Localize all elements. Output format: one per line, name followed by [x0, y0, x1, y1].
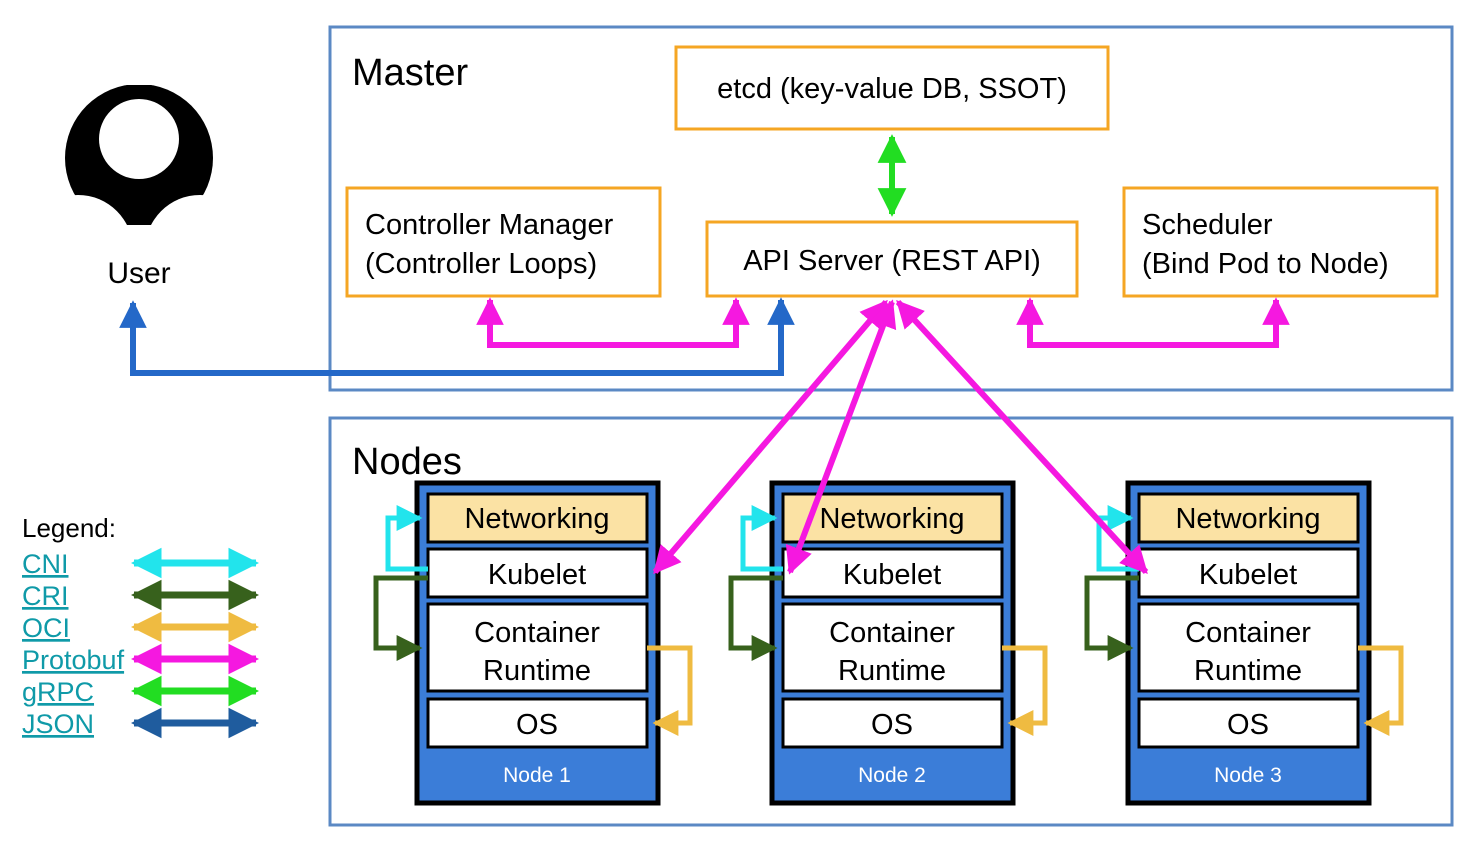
node-card-3[interactable]: Networking Kubelet Container Runtime OS … [1125, 480, 1372, 806]
node-3-oci-arrow [1358, 645, 1404, 736]
node-1-os-box[interactable] [426, 697, 649, 749]
legend: Legend: CNI CRI OCI Protobuf gRPC [22, 513, 260, 739]
api-server-label: API Server (REST API) [743, 245, 1041, 277]
node-3-cri-arrow [1084, 575, 1139, 661]
user-avatar-icon [60, 85, 220, 225]
legend-item-json[interactable]: JSON [22, 707, 260, 739]
nodes-label: Nodes [352, 441, 462, 483]
scheduler-box[interactable] [1122, 186, 1439, 298]
node-3-os-box[interactable] [1137, 697, 1360, 749]
node-3-kubelet-box[interactable] [1137, 547, 1360, 599]
node-1-cri-arrow [373, 575, 428, 661]
user-label: User [107, 257, 170, 290]
scheduler-label-line2: (Bind Pod to Node) [1142, 248, 1389, 280]
node-2-oci-arrow [1002, 645, 1048, 736]
legend-item-protobuf[interactable]: Protobuf [22, 643, 260, 675]
node-1-networking-box[interactable] [426, 492, 649, 544]
node-3-container-runtime-label-line2: Runtime [1194, 655, 1302, 687]
legend-label-cri[interactable]: CRI [22, 581, 69, 611]
controller-manager-box[interactable] [345, 186, 662, 298]
legend-label-cni[interactable]: CNI [22, 549, 69, 579]
node-2-os-label: OS [871, 709, 913, 741]
controller-manager-label-line1: Controller Manager [365, 209, 614, 241]
node-3-container-runtime-label-line1: Container [1185, 617, 1311, 649]
node-2-container-runtime-label-line1: Container [829, 617, 955, 649]
protobuf-apiserver-node2-arrow [785, 299, 897, 575]
legend-item-cri[interactable]: CRI [22, 579, 260, 611]
legend-label-oci[interactable]: OCI [22, 613, 70, 643]
api-server-box[interactable] [705, 220, 1079, 298]
legend-label-json[interactable]: JSON [22, 709, 94, 739]
node-2-os-box[interactable] [781, 697, 1004, 749]
node-2-name: Node 2 [858, 764, 926, 787]
node-1-container-runtime-box[interactable] [426, 602, 649, 693]
node-2-networking-label: Networking [819, 503, 964, 535]
node-2-container-runtime-box[interactable] [781, 602, 1004, 693]
node-2-container-runtime-label-line2: Runtime [838, 655, 946, 687]
node-1-oci-arrow [647, 645, 693, 736]
etcd-box[interactable] [674, 45, 1110, 131]
node-3-kubelet-label: Kubelet [1199, 559, 1297, 591]
legend-item-grpc[interactable]: gRPC [22, 675, 260, 707]
node-1-os-label: OS [516, 709, 558, 741]
json-user-apiserver-arrow [119, 297, 795, 376]
node-card-1[interactable]: Networking Kubelet Container Runtime OS … [414, 480, 661, 806]
protobuf-apiserver-scheduler-arrow [1016, 297, 1290, 348]
node-3-os-label: OS [1227, 709, 1269, 741]
node-3-networking-label: Networking [1175, 503, 1320, 535]
legend-item-oci[interactable]: OCI [22, 611, 260, 643]
node-2-kubelet-label: Kubelet [843, 559, 941, 591]
node-1-kubelet-label: Kubelet [488, 559, 586, 591]
node-1-name: Node 1 [503, 764, 571, 787]
controller-manager-label-line2: (Controller Loops) [365, 248, 597, 280]
legend-title: Legend: [22, 513, 116, 543]
legend-label-protobuf[interactable]: Protobuf [22, 645, 125, 675]
node-1-container-runtime-label-line2: Runtime [483, 655, 591, 687]
node-1-cni-arrow [385, 505, 428, 572]
master-label: Master [352, 52, 468, 94]
node-1-networking-label: Networking [464, 503, 609, 535]
node-1-container-runtime-label-line1: Container [474, 617, 600, 649]
protobuf-apiserver-node3-arrow [895, 299, 1149, 575]
etcd-label: etcd (key-value DB, SSOT) [717, 73, 1067, 105]
protobuf-controller-apiserver-arrow [476, 297, 750, 348]
node-2-cri-arrow [728, 575, 783, 661]
legend-item-cni[interactable]: CNI [22, 547, 260, 579]
node-3-name: Node 3 [1214, 764, 1282, 787]
node-1-kubelet-box[interactable] [426, 547, 649, 599]
scheduler-label-line1: Scheduler [1142, 209, 1273, 241]
legend-label-grpc[interactable]: gRPC [22, 677, 94, 707]
